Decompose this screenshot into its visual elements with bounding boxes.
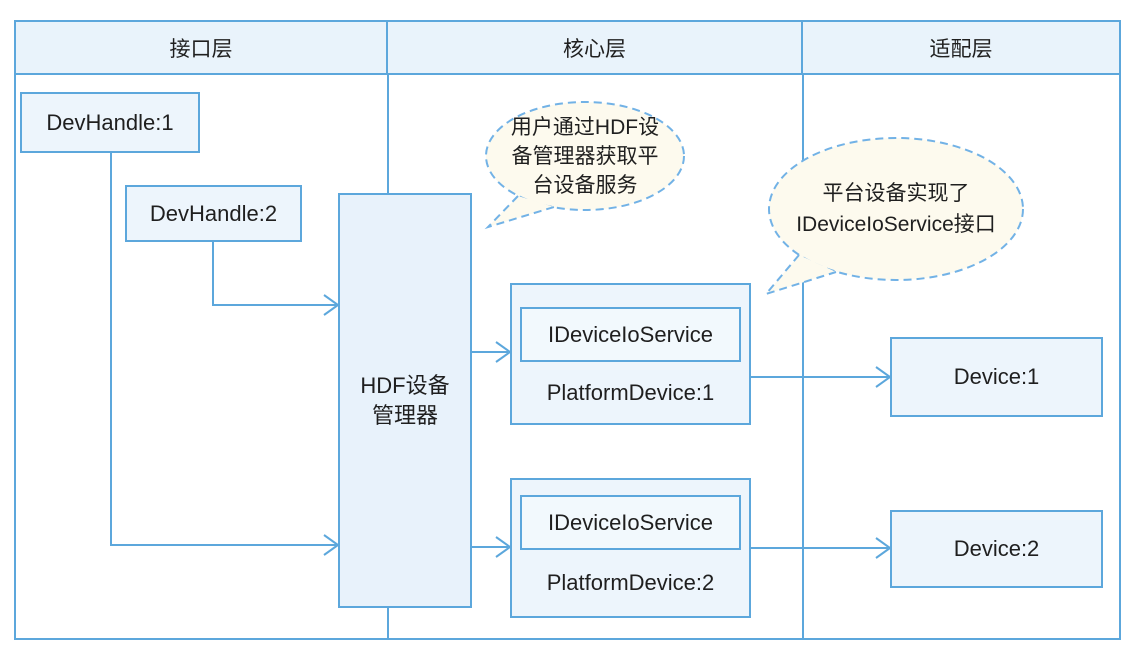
callout-text-platform-impl: 平台设备实现了 IDeviceIoService接口 — [769, 138, 1023, 280]
layer-header-core: 核心层 — [388, 22, 803, 73]
layer-header-row: 接口层 核心层 适配层 — [16, 22, 1119, 75]
node-platformdevice1-label: PlatformDevice:1 — [546, 379, 715, 405]
column-divider-core-adapter — [802, 73, 804, 638]
callout-user-via-hdf-line2: 备管理器获取平 — [511, 144, 659, 168]
callout-text-user-via-hdf: 用户通过HDF设 备管理器获取平 台设备服务 — [486, 102, 684, 210]
node-platformdevice2-interface-label: IDeviceIoService — [547, 509, 714, 535]
node-platformdevice1: IDeviceIoService PlatformDevice:1 — [510, 283, 751, 425]
node-devhandle1: DevHandle:1 — [20, 92, 200, 153]
callout-platform-impl-line2: IDeviceIoService接口 — [796, 213, 996, 236]
layer-header-adapter: 适配层 — [929, 37, 993, 61]
node-hdf-device-manager-label-line2: 管理器 — [371, 402, 438, 428]
node-devhandle1-label: DevHandle:1 — [46, 109, 174, 135]
callout-user-via-hdf-line1: 用户通过HDF设 — [510, 115, 660, 139]
node-platformdevice2-interface-box: IDeviceIoService — [520, 495, 741, 550]
node-device2: Device:2 — [890, 510, 1103, 588]
node-hdf-device-manager-label-line1: HDF设备 — [360, 372, 450, 398]
diagram-frame: 接口层 核心层 适配层 — [14, 20, 1121, 640]
node-device1-label: Device:1 — [953, 364, 1040, 389]
node-devhandle2: DevHandle:2 — [125, 185, 302, 242]
node-platformdevice1-interface-box: IDeviceIoService — [520, 307, 741, 362]
node-platformdevice1-interface-label: IDeviceIoService — [547, 321, 714, 347]
callout-platform-impl-line1: 平台设备实现了 — [822, 182, 970, 205]
node-device2-label: Device:2 — [953, 536, 1040, 561]
node-hdf-device-manager: HDF设备 管理器 — [338, 193, 472, 608]
callout-user-via-hdf-line3: 台设备服务 — [532, 173, 638, 197]
node-platformdevice2-label: PlatformDevice:2 — [546, 570, 715, 595]
node-devhandle2-label: DevHandle:2 — [149, 200, 278, 226]
node-platformdevice2: IDeviceIoService PlatformDevice:2 — [510, 478, 751, 618]
layer-header-interface: 接口层 — [16, 22, 388, 73]
node-device1: Device:1 — [890, 337, 1103, 417]
